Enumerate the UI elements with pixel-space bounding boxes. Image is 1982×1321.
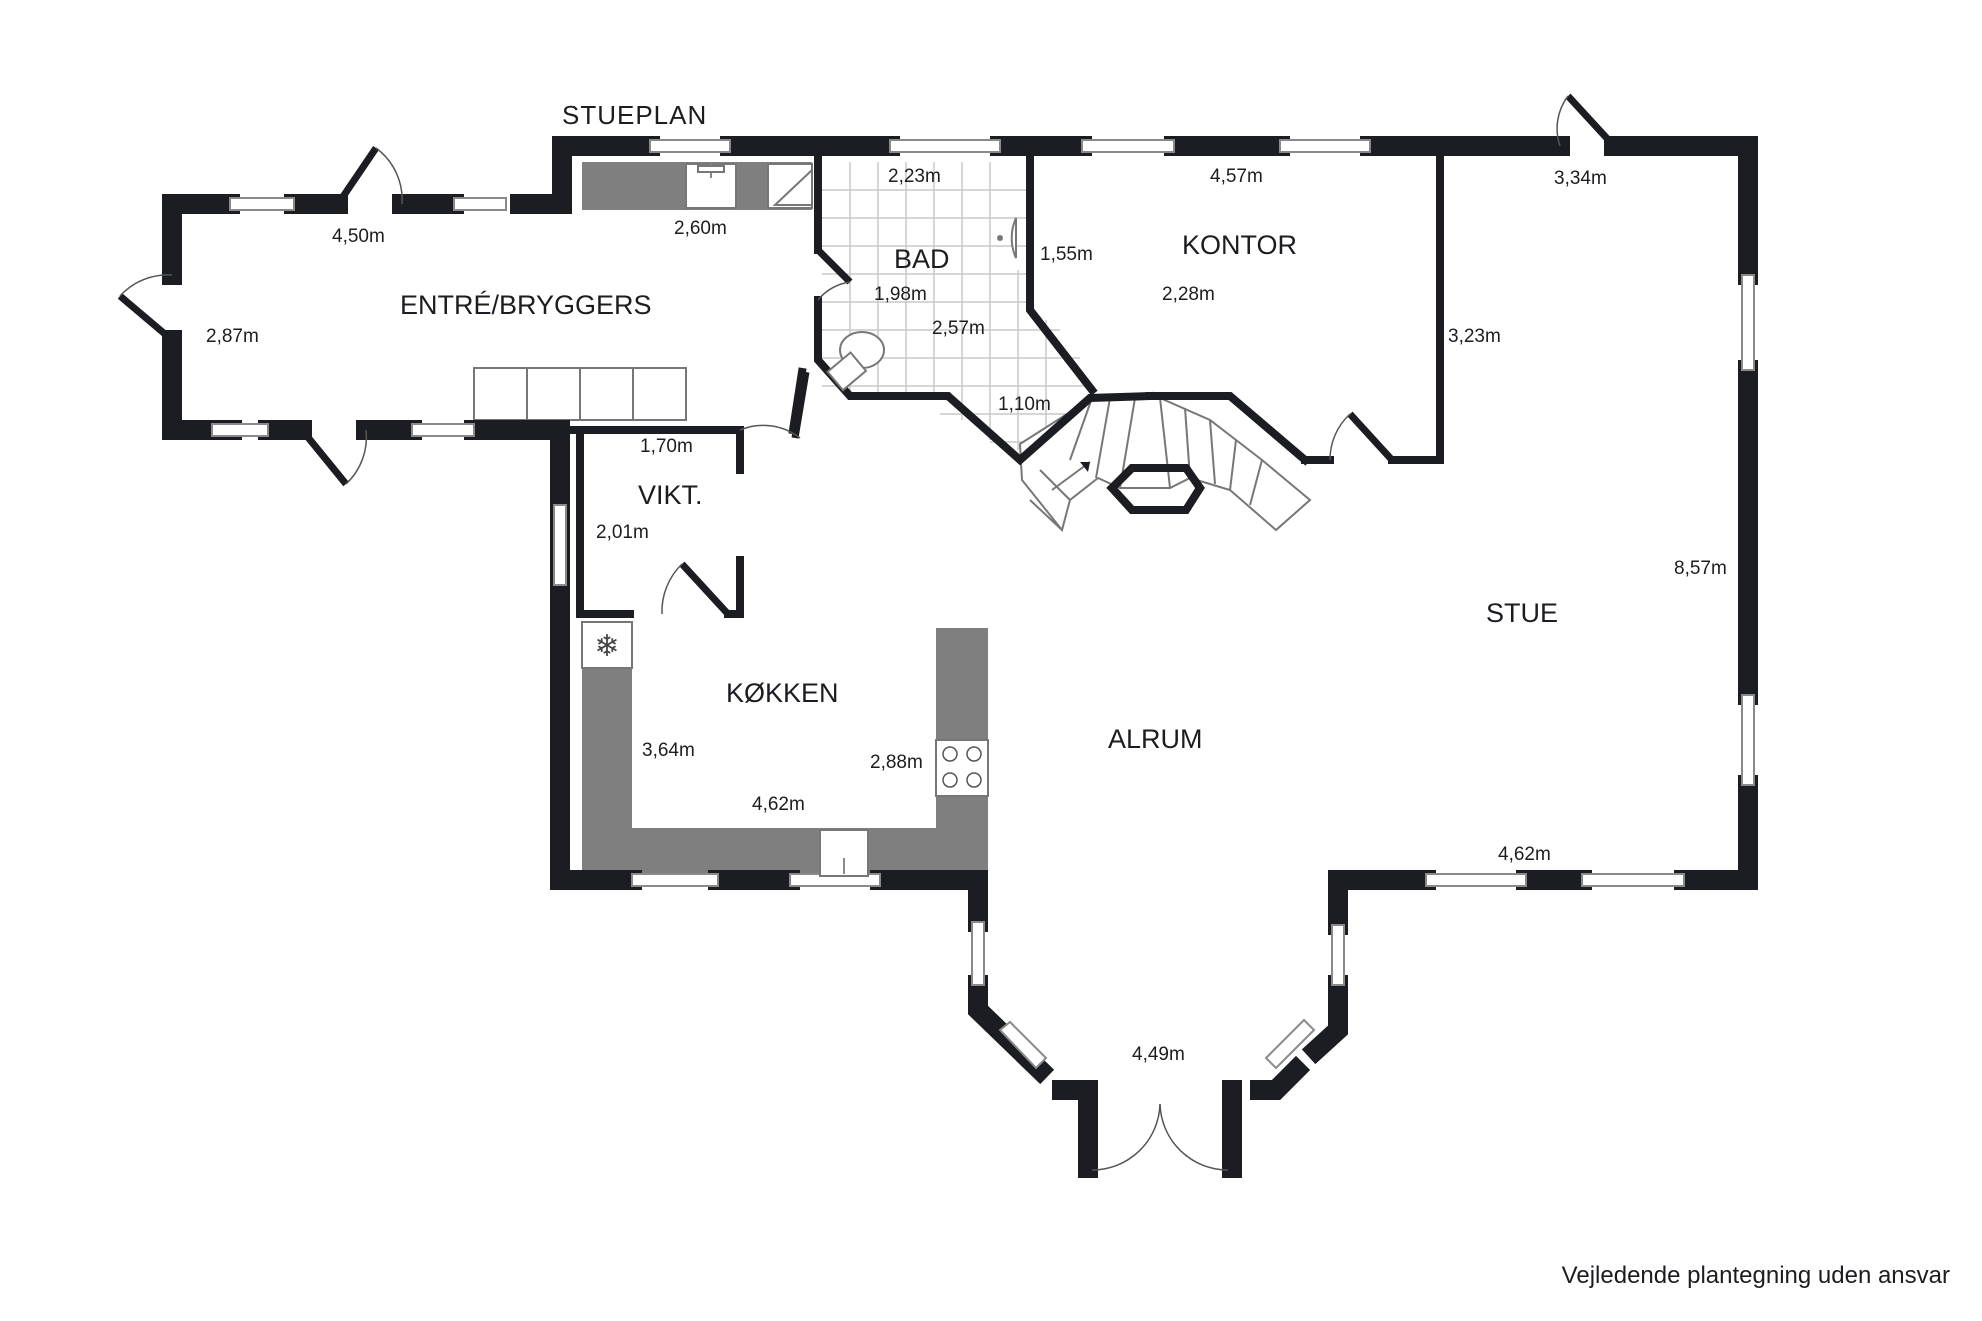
- toilet-icon: [826, 331, 885, 392]
- room-label-kokken: KØKKEN: [726, 678, 839, 708]
- dim-bad-bottom: 1,10m: [998, 394, 1051, 415]
- dim-alrum-bottom: 4,49m: [1132, 1044, 1185, 1065]
- dim-kontor-right: 3,23m: [1448, 326, 1501, 347]
- entre-steps: [473, 367, 687, 421]
- dim-bad-diag: 2,57m: [932, 318, 985, 339]
- dim-bad-top: 2,23m: [888, 166, 941, 187]
- doors: [117, 93, 1617, 1171]
- room-label-entre: ENTRÉ/BRYGGERS: [400, 290, 652, 320]
- dim-kontor-inner: 2,28m: [1162, 284, 1215, 305]
- dim-kontor-top: 4,57m: [1210, 166, 1263, 187]
- dim-kontor-left: 1,55m: [1040, 244, 1093, 265]
- stair-arrow-icon: [1080, 462, 1090, 472]
- disclaimer-text: Vejledende plantegning uden ansvar: [1561, 1262, 1950, 1289]
- dim-stue-right: 8,57m: [1674, 558, 1727, 579]
- room-label-kontor: KONTOR: [1182, 230, 1297, 260]
- fridge-icon: ❄: [581, 621, 633, 669]
- interior-walls: [556, 142, 1444, 618]
- dim-vikt-side: 2,01m: [596, 522, 649, 543]
- dim-kokken-side: 3,64m: [642, 740, 695, 761]
- dim-stue-top: 3,34m: [1554, 168, 1607, 189]
- room-label-bad: BAD: [894, 244, 950, 274]
- dim-kokken-bottom: 4,62m: [752, 794, 805, 815]
- bad-corner-sink-icon: [767, 163, 813, 209]
- dim-kokken-right: 2,88m: [870, 752, 923, 773]
- room-label-stue: STUE: [1486, 598, 1558, 628]
- dim-entre-top: 4,50m: [332, 226, 385, 247]
- dim-entre-counter: 2,60m: [674, 218, 727, 239]
- kitchen-sink-icon: [819, 829, 869, 877]
- stove-icon: [935, 739, 989, 797]
- bad-sink-icon: [997, 217, 1017, 259]
- room-label-vikt: VIKT.: [638, 480, 703, 510]
- room-label-alrum: ALRUM: [1108, 724, 1203, 754]
- dim-bad-side: 1,98m: [874, 284, 927, 305]
- dim-entre-side: 2,87m: [206, 326, 259, 347]
- dim-vikt-top: 1,70m: [640, 436, 693, 457]
- svg-text:❄: ❄: [594, 629, 619, 664]
- dim-stue-bottom: 4,62m: [1498, 844, 1551, 865]
- plan-title: STUEPLAN: [562, 100, 707, 130]
- entre-sink-icon: [685, 163, 737, 209]
